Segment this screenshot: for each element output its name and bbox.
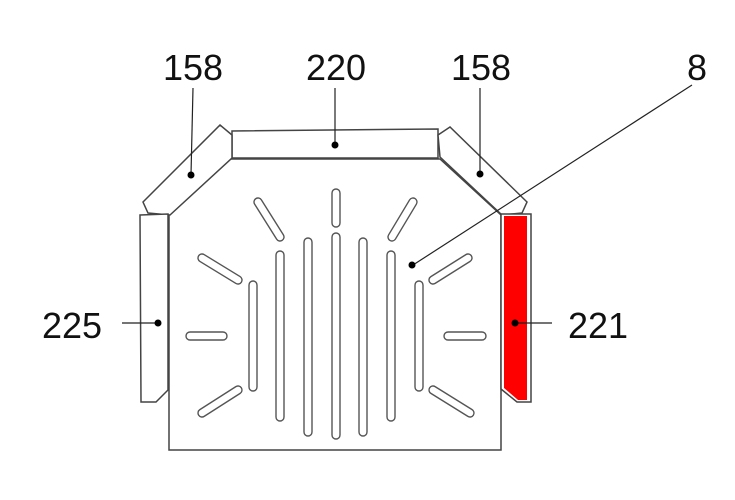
label-left-corner: 158 bbox=[163, 47, 223, 88]
grate-slot bbox=[275, 250, 285, 422]
grate-slot bbox=[358, 237, 368, 437]
grate-slot bbox=[197, 253, 243, 285]
grate-slot bbox=[185, 331, 228, 341]
grate-slot bbox=[428, 385, 475, 418]
label-grate-plate: 8 bbox=[687, 47, 707, 88]
left-corner-158[interactable] bbox=[142, 123, 233, 216]
grate-slot bbox=[386, 250, 396, 422]
label-right-side: 221 bbox=[568, 305, 628, 346]
label-top-bar: 220 bbox=[306, 47, 366, 88]
left-side-225[interactable] bbox=[139, 213, 169, 403]
grate-slot bbox=[331, 232, 341, 440]
grate-slot bbox=[248, 280, 258, 392]
grate-slot bbox=[331, 188, 341, 228]
grate-slot bbox=[428, 253, 473, 285]
grate-slot bbox=[303, 237, 313, 437]
grate-slot bbox=[197, 385, 243, 418]
label-right-corner: 158 bbox=[451, 47, 511, 88]
grate-slot bbox=[387, 197, 418, 242]
leader-lines bbox=[122, 84, 693, 324]
callout-dots bbox=[154, 141, 519, 327]
grate-slot bbox=[443, 331, 487, 341]
grate-slot bbox=[414, 280, 424, 392]
grate-slots bbox=[185, 188, 487, 440]
label-left-side: 225 bbox=[42, 305, 102, 346]
grate-slot bbox=[253, 197, 285, 242]
right-side-221-highlighted[interactable] bbox=[504, 216, 527, 400]
